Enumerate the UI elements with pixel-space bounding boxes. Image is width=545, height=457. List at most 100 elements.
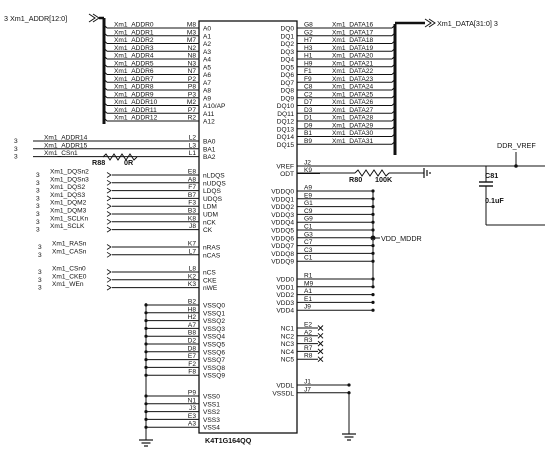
net-label: Xm1_DATA28: [332, 115, 373, 122]
net-label: Xm1_CKE0: [52, 273, 87, 280]
net-label: Xm1_ADDR10: [114, 99, 158, 106]
pin-name: VSS1: [203, 401, 220, 408]
pin-name: UDQS: [203, 196, 223, 203]
pin-number: L3: [189, 142, 197, 149]
sheet-ref: 3: [38, 269, 42, 276]
addr-bus-arrow: [88, 13, 96, 23]
junction-dot: [371, 259, 375, 263]
port-chevron: [106, 284, 112, 291]
cap-value: 0.1uF: [485, 196, 504, 205]
net-label: Xm1_SCLK: [50, 223, 85, 230]
junction-dot: [371, 300, 375, 304]
pin-name: DQ8: [280, 88, 294, 95]
net-label: Xm1_ADDR9: [114, 91, 154, 98]
net-label: Xm1_ADDR0: [114, 22, 154, 29]
pin-name: A9: [203, 95, 211, 102]
pin-name: VDD1: [276, 284, 294, 291]
pin-name: VDD2: [276, 292, 294, 299]
pin-number: J7: [304, 386, 311, 393]
bus-entry: [103, 55, 108, 60]
pin-number: J1: [304, 379, 311, 386]
pin-name: A11: [203, 111, 215, 118]
bus-entry: [391, 117, 396, 122]
port-chevron: [106, 203, 112, 210]
pin-number: G8: [304, 22, 313, 29]
pin-number: R1: [304, 273, 313, 280]
pin-number: K2: [188, 273, 196, 280]
net-label: Xm1_DATA22: [332, 68, 373, 75]
bus-entry: [391, 47, 396, 52]
pin-name: VDDQ0: [271, 189, 294, 196]
pin-name: VDDQ9: [271, 259, 294, 266]
junction-dot: [144, 358, 148, 362]
net-label: Xm1_CSn0: [52, 266, 86, 273]
r88-value: 0R: [124, 158, 134, 167]
pin-name: A3: [203, 49, 211, 56]
r80-value: 100K: [375, 175, 393, 184]
pin-name: DQ10: [277, 103, 295, 110]
pin-name: A8: [203, 88, 211, 95]
pin-number: P2: [188, 76, 196, 83]
port-chevron: [106, 226, 112, 233]
pin-name: DQ3: [280, 49, 294, 56]
bus-entry: [391, 133, 396, 137]
pin-name: NC2: [281, 333, 295, 340]
net-label: Xm1_ADDR11: [114, 107, 157, 114]
pin-name: DQ11: [277, 111, 294, 118]
junction-dot: [144, 394, 148, 398]
junction-dot: [371, 308, 375, 312]
pin-name: VSSQ2: [203, 318, 225, 325]
junction-dot: [371, 251, 375, 255]
pin-number: G2: [304, 29, 313, 36]
pin-name: A12: [203, 119, 215, 126]
pin-name: VSSQ8: [203, 365, 225, 372]
pin-name: VSSQ3: [203, 326, 225, 333]
junction-dot: [371, 244, 375, 248]
net-label: Xm1_DATA19: [332, 45, 373, 52]
bus-entry: [103, 24, 108, 29]
pin-name: nUDQS: [203, 180, 226, 187]
pin-number: F2: [188, 361, 196, 368]
pin-number: F8: [188, 369, 196, 376]
bus-entry: [103, 86, 108, 91]
pin-number: K7: [188, 241, 196, 248]
bus-entry: [103, 102, 108, 106]
pin-number: A9: [304, 185, 312, 192]
pin-name: A0: [203, 26, 211, 33]
pin-name: VDDQ5: [271, 228, 294, 235]
net-label: Xm1_ADDR6: [114, 68, 154, 75]
pin-name: ODT: [280, 171, 294, 178]
net-label: Xm1_ADDR14: [44, 135, 88, 142]
net-label: Xm1_DATA18: [332, 37, 373, 44]
junction-dot: [371, 277, 375, 281]
junction-dot: [371, 236, 375, 240]
pin-name: DQ13: [277, 126, 295, 133]
junction-dot: [371, 212, 375, 216]
port-chevron: [106, 195, 112, 202]
pin-number: H3: [304, 45, 313, 52]
